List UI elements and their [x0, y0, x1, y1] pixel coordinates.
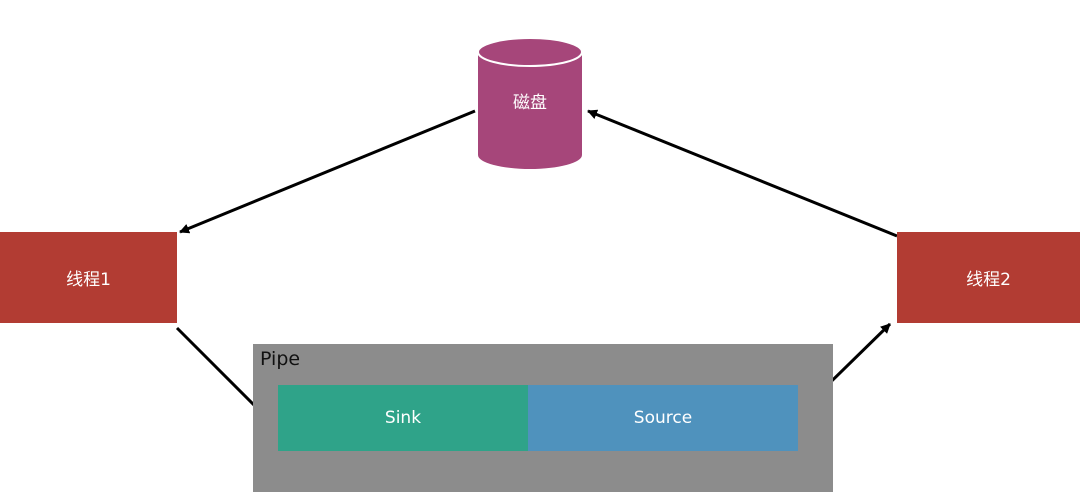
disk-top	[477, 37, 583, 67]
thread2-node: 线程2	[897, 232, 1080, 323]
sink-node: Sink	[278, 385, 528, 451]
pipe-label: Pipe	[260, 348, 301, 370]
thread2-label: 线程2	[966, 270, 1011, 290]
source-node: Source	[528, 385, 798, 451]
edge-thread1-to-sink	[175, 326, 266, 417]
thread1-node: 线程1	[0, 232, 177, 323]
edge-thread2-to-disk	[587, 109, 898, 238]
disk-node	[477, 37, 583, 169]
thread1-label: 线程1	[66, 270, 111, 290]
disk-label: 磁盘	[513, 93, 547, 113]
disk-body	[478, 52, 582, 169]
source-label: Source	[633, 408, 693, 428]
edge-disk-to-thread1	[179, 109, 476, 234]
sink-label: Sink	[384, 408, 422, 428]
